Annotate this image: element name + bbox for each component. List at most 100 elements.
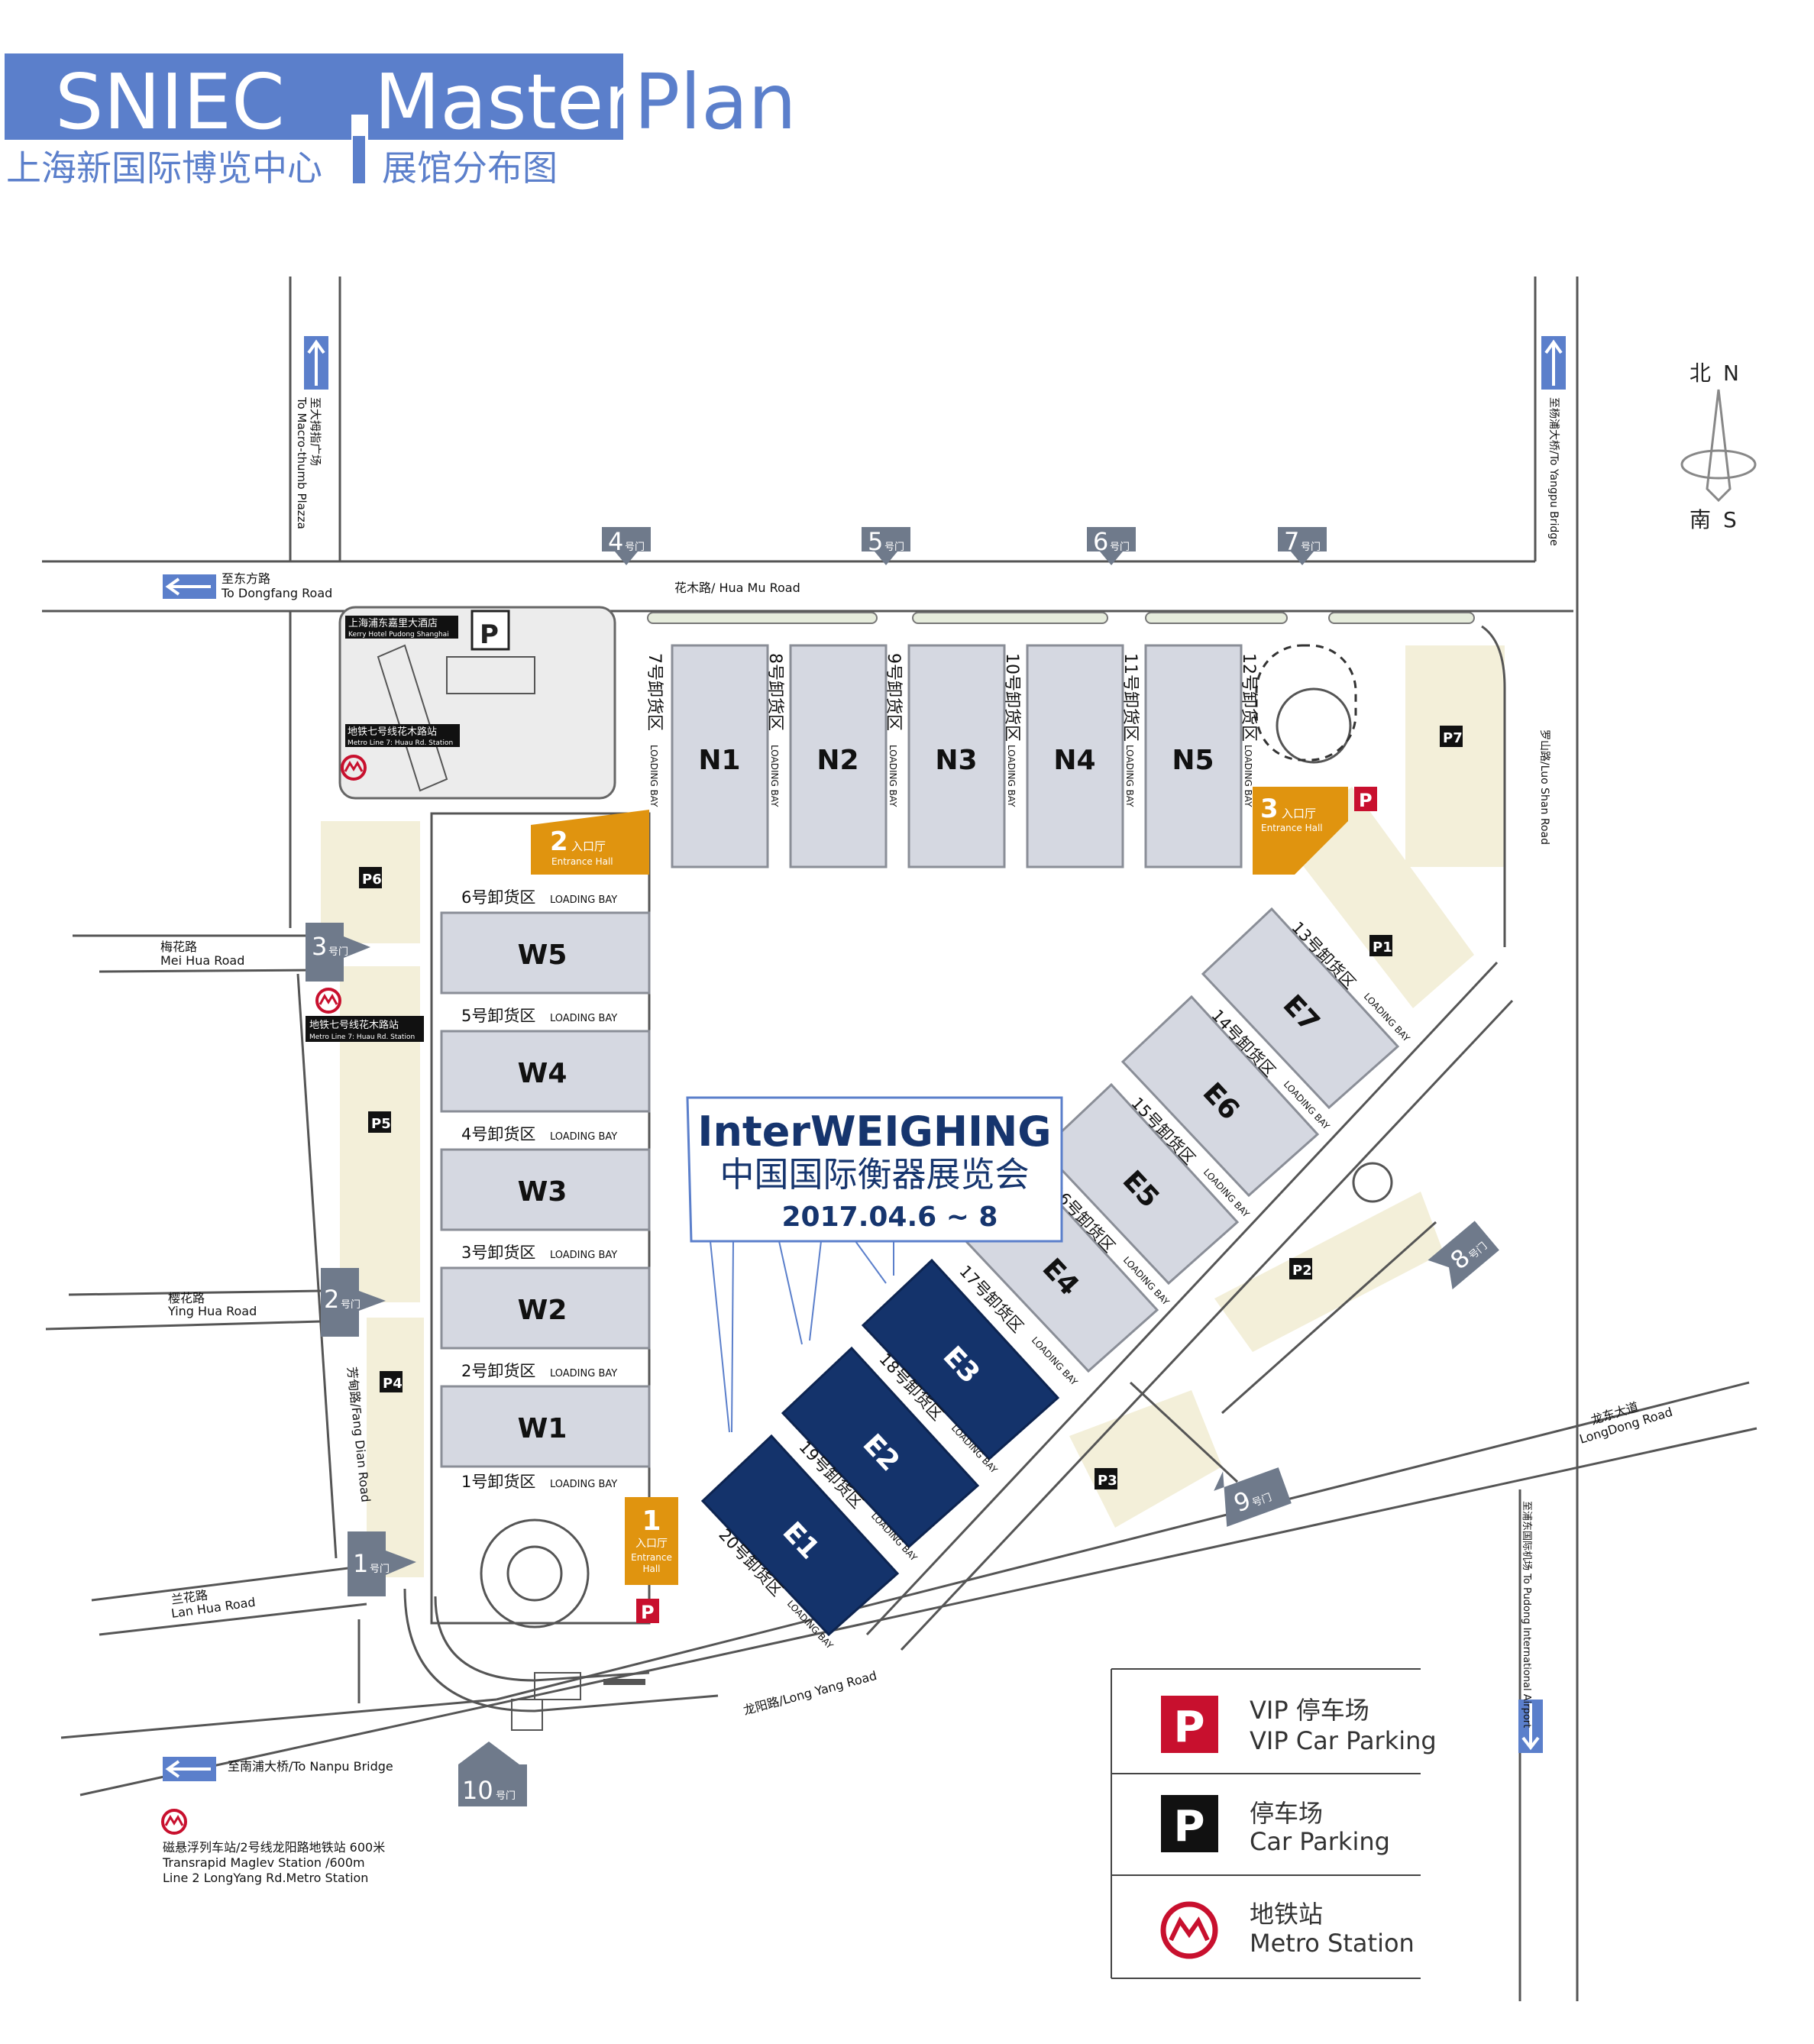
vip-parking-letter-e1: P [641, 1602, 655, 1623]
subtitle-cn-1: 上海新国际博览中心 [6, 147, 322, 189]
hotel-building-1 [446, 656, 535, 694]
nanpu-bridge-label: 至南浦大桥/To Nanpu Bridge [228, 1759, 393, 1774]
macro-plaza-en: To Macro-thumb Plazza [295, 396, 309, 529]
arrow-up-macro [304, 336, 328, 390]
entrance-hall-3[interactable] [1253, 787, 1348, 875]
loading-bay-en-4: LOADING BAY [550, 1131, 617, 1143]
entrance-3-cn: 入口厅 [1282, 807, 1316, 820]
meihua-road-en: Mei Hua Road [160, 953, 244, 968]
gate-2[interactable]: 2 号门 [321, 1268, 386, 1337]
event-name-cn: 中国国际衡器展览会 [719, 1154, 1029, 1195]
p7-box [1440, 726, 1463, 747]
entrance-hall-2[interactable] [531, 810, 649, 875]
entrance-1-cn: 入口厅 [635, 1538, 668, 1550]
gate-3[interactable]: 3 号门 [306, 923, 370, 982]
metro-west-cn: 地铁七号线花木路站 [309, 1019, 399, 1031]
legend-metro-en: Metro Station [1250, 1929, 1415, 1958]
hall-w3-label: W3 [518, 1176, 567, 1208]
loading-bay-1: 1号卸货区 [461, 1473, 535, 1491]
p6-label: P6 [362, 872, 382, 888]
hall-n4[interactable] [1026, 644, 1124, 868]
gate-8[interactable]: 8 号门 [1428, 1221, 1499, 1290]
compass-south: S [1723, 507, 1737, 532]
arrow-left-dongfang [163, 574, 216, 599]
hall-w4[interactable] [440, 1030, 651, 1113]
gate-5[interactable]: 5 号门 [862, 527, 910, 565]
callout-pointer-4 [809, 1240, 822, 1341]
west-halls: W5 W4 W3 W2 W1 6号卸货区 5号卸货区 4号卸货区 3号卸货区 2… [430, 812, 651, 1625]
north-halls: N1 N2 N3 N4 N5 7号卸货区 8号卸货区 9号卸货区 10号卸货区 … [645, 644, 1258, 868]
loading-bay-4: 4号卸货区 [461, 1125, 535, 1143]
loading-bay-en-12: LOADING BAY [1243, 745, 1253, 807]
hall-w1[interactable] [440, 1385, 651, 1468]
yinghua-road-bottom [45, 1320, 322, 1331]
hotel-parking-letter: P [480, 619, 499, 650]
gate-7-suffix: 号门 [1301, 542, 1321, 553]
gates: 4 号门 5 号门 6 号门 7 号门 3 号门 2 号门 [306, 527, 1499, 1806]
metro-south-line3: Line 2 LongYang Rd.Metro Station [163, 1871, 368, 1885]
event-callout: InterWEIGHING 中国国际衡器展览会 2017.04.6 ~ 8 [686, 1096, 1063, 1433]
roads [42, 277, 1757, 2001]
gate-4-suffix: 号门 [625, 542, 645, 553]
gate-10[interactable]: 10 号门 [458, 1742, 527, 1806]
metro-west-label-box [306, 1016, 424, 1042]
arrow-down-airport [1518, 1700, 1543, 1753]
hall-e6[interactable] [1120, 995, 1320, 1198]
gate-1[interactable]: 1 号门 [348, 1531, 416, 1596]
entrance-2-cn: 入口厅 [571, 839, 606, 853]
hall-n5[interactable] [1144, 644, 1243, 868]
p7-label: P7 [1443, 730, 1463, 746]
hall-e1[interactable] [700, 1434, 900, 1637]
gate-6-suffix: 号门 [1110, 542, 1130, 553]
hall-e7[interactable] [1201, 907, 1400, 1110]
hall-w5-label: W5 [518, 940, 567, 971]
hall-w3[interactable] [440, 1148, 651, 1231]
hall-e3[interactable] [861, 1258, 1060, 1461]
hall-n1[interactable] [671, 644, 769, 868]
loading-bay-3: 3号卸货区 [461, 1244, 535, 1262]
hall-e2[interactable] [781, 1346, 980, 1549]
legend: P VIP 停车场 VIP Car Parking P 停车场 Car Park… [1111, 1668, 1437, 1979]
metro-south: 磁悬浮列车站/2号线龙阳路地铁站 600米 Transrapid Maglev … [161, 1809, 385, 1885]
gate-10-buildings [511, 1672, 645, 1731]
gate-6[interactable]: 6 号门 [1087, 527, 1136, 565]
hall-n3[interactable] [907, 644, 1006, 868]
hall-w5[interactable] [440, 911, 651, 995]
parking-labels: P1 P2 P3 P4 P5 P6 P7 [359, 726, 1463, 1489]
arrow-left-nanpu [163, 1757, 216, 1781]
compass-needle [1706, 389, 1732, 503]
metro-huamu-label-box [345, 724, 460, 747]
gate-7[interactable]: 7 号门 [1278, 527, 1327, 565]
planter-4 [1328, 612, 1475, 624]
callout-pointer-5 [855, 1240, 887, 1284]
arrow-up-yangpu [1541, 336, 1566, 390]
hall-w2[interactable] [440, 1266, 651, 1350]
parking-area-p1 [1283, 787, 1474, 1008]
east-link-road-2 [1221, 1221, 1437, 1415]
roundabout-south [480, 1518, 590, 1628]
legend-metro-icon [1160, 1901, 1218, 1959]
metro-west: 地铁七号线花木路站 Metro Line 7: Huau Rd. Station [306, 988, 424, 1042]
p2-label: P2 [1292, 1263, 1312, 1279]
hall-n4-label: N4 [1053, 745, 1095, 776]
callout-pointer-1 [710, 1240, 730, 1433]
event-date: 2017.04.6 ~ 8 [782, 1201, 998, 1233]
gate-2-suffix: 号门 [341, 1299, 361, 1311]
title-sniec: SNIEC [55, 57, 285, 147]
hall-e5[interactable] [1040, 1082, 1240, 1286]
loading-bay-en-3: LOADING BAY [550, 1250, 617, 1261]
hall-n2[interactable] [789, 644, 888, 868]
yangpu-bridge-label: 至杨浦大桥/To Yangpu Bridge [1547, 397, 1560, 546]
hotel-block-outline [338, 606, 616, 800]
entrance-1-num: 1 [642, 1506, 661, 1537]
loading-bay-6: 6号卸货区 [461, 888, 535, 907]
gate-4[interactable]: 4 号门 [602, 527, 651, 565]
header-bar-accent [353, 136, 365, 183]
east-diagonal-road-1 [865, 961, 1499, 1636]
fountain-dashed-area [1255, 644, 1357, 762]
gate-9[interactable]: 9 号门 [1208, 1453, 1292, 1527]
entrance-hall-1[interactable] [625, 1497, 678, 1585]
legend-metro-cn: 地铁站 [1250, 1900, 1323, 1929]
parking-areas [321, 645, 1505, 1577]
entrance-2-num: 2 [550, 826, 568, 857]
